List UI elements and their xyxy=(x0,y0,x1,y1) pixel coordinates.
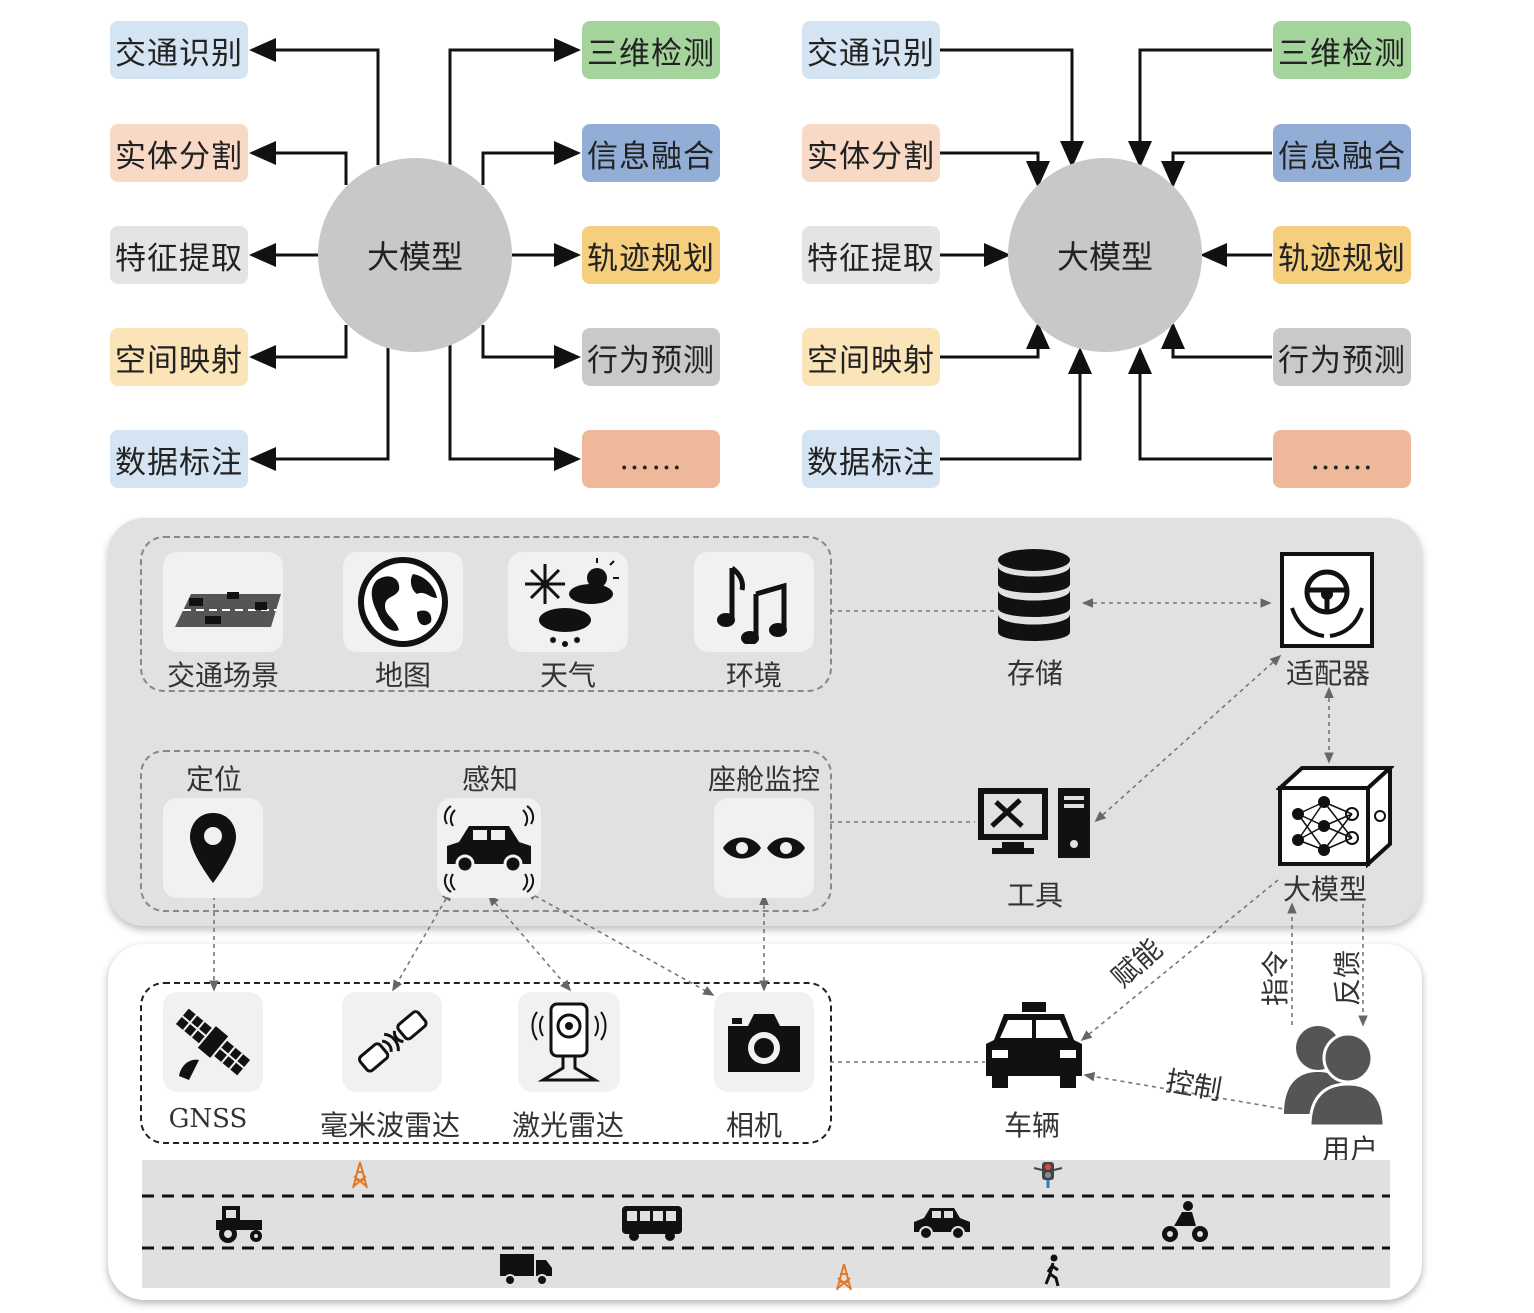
data-group-box xyxy=(140,536,832,692)
positioning-label: 定位 xyxy=(185,763,242,796)
right-tag-behavior-prediction: 行为预测 xyxy=(1273,328,1411,386)
map-label: 地图 xyxy=(374,659,431,692)
adapter-box xyxy=(1280,552,1374,648)
storage-label: 存储 xyxy=(1006,657,1063,690)
car-icon xyxy=(914,1208,970,1240)
perception-label: 感知 xyxy=(461,763,518,796)
left-tag-more: …… xyxy=(582,430,720,488)
command-label: 指令 xyxy=(1259,949,1293,1007)
right-tag-info-fusion: 信息融合 xyxy=(1273,124,1411,182)
right-tag-trajectory-planning: 轨迹规划 xyxy=(1273,226,1411,284)
tools-computer-icon xyxy=(978,788,1090,858)
right-tag-feature-extraction: 特征提取 xyxy=(802,226,940,284)
left-tag-feature-extraction: 特征提取 xyxy=(110,226,248,284)
users-icon xyxy=(1284,1026,1386,1126)
sensor-group-box xyxy=(140,982,832,1144)
car-sensing-icon xyxy=(443,805,535,893)
left-tag-spatial-mapping: 空间映射 xyxy=(110,328,248,386)
perception-card xyxy=(437,798,541,898)
left-tag-behavior-prediction: 行为预测 xyxy=(582,328,720,386)
bus-icon xyxy=(622,1206,682,1241)
function-group-box xyxy=(140,750,832,912)
tractor-icon xyxy=(216,1206,262,1243)
tower-icon-2 xyxy=(836,1263,852,1291)
model-label: 大模型 xyxy=(1282,873,1367,906)
weather-icon xyxy=(525,558,619,647)
motorcycle-icon xyxy=(1162,1201,1208,1242)
lidar-label: 激光雷达 xyxy=(511,1109,624,1142)
gnss-label: GNSS xyxy=(168,1104,248,1134)
lidar-icon xyxy=(531,1002,607,1082)
model-cube-icon xyxy=(1276,766,1394,868)
left-tag-trajectory-planning: 轨迹规划 xyxy=(582,226,720,284)
taxi-icon xyxy=(986,1002,1082,1088)
camera-label: 相机 xyxy=(725,1109,782,1142)
camera-card xyxy=(714,992,814,1092)
traffic-scene-icon xyxy=(175,592,281,627)
environment-label: 环境 xyxy=(725,659,782,692)
left-tag-data-labeling: 数据标注 xyxy=(110,430,248,488)
feedback-label: 反馈 xyxy=(1331,949,1365,1007)
map-card xyxy=(343,552,463,652)
truck-icon xyxy=(500,1254,552,1286)
left-tag-instance-segmentation: 实体分割 xyxy=(110,124,248,182)
cabin-monitoring-card xyxy=(714,798,814,898)
location-pin-icon xyxy=(190,813,236,883)
steering-hands-icon xyxy=(1290,569,1364,638)
right-tag-more: …… xyxy=(1273,430,1411,488)
right-tag-traffic-recognition: 交通识别 xyxy=(802,21,940,79)
right-tag-instance-segmentation: 实体分割 xyxy=(802,124,940,182)
globe-icon xyxy=(358,557,448,647)
traffic-scene-card xyxy=(163,552,283,652)
eyes-icon xyxy=(723,837,805,859)
pedestrian-icon xyxy=(1044,1254,1060,1287)
mmwave-radar-label: 毫米波雷达 xyxy=(319,1109,460,1142)
environment-card xyxy=(694,552,814,652)
mmwave-radar-card xyxy=(342,992,442,1092)
right-tag-spatial-mapping: 空间映射 xyxy=(802,328,940,386)
radar-icon xyxy=(358,1010,428,1073)
cabin-monitoring-label: 座舱监控 xyxy=(707,763,820,796)
gnss-card xyxy=(163,992,263,1092)
satellite-icon xyxy=(175,1008,251,1080)
right-tag-3d-detection: 三维检测 xyxy=(1273,21,1411,79)
left-tag-info-fusion: 信息融合 xyxy=(582,124,720,182)
database-icon xyxy=(998,549,1070,641)
right-model-circle: 大模型 xyxy=(1008,158,1202,352)
weather-label: 天气 xyxy=(539,659,596,692)
camera-icon xyxy=(728,1014,800,1072)
weather-card xyxy=(508,552,628,652)
positioning-card xyxy=(163,798,263,898)
music-note-icon xyxy=(717,566,787,644)
left-tag-traffic-recognition: 交通识别 xyxy=(110,21,248,79)
vehicle-label: 车辆 xyxy=(1003,1109,1060,1142)
tower-icon xyxy=(352,1161,368,1189)
lidar-card xyxy=(518,992,620,1092)
tools-label: 工具 xyxy=(1006,879,1063,912)
left-model-circle: 大模型 xyxy=(318,158,512,352)
left-tag-3d-detection: 三维检测 xyxy=(582,21,720,79)
adapter-label: 适配器 xyxy=(1285,657,1370,690)
right-tag-data-labeling: 数据标注 xyxy=(802,430,940,488)
traffic-light-icon xyxy=(1033,1162,1063,1188)
traffic-scene-label: 交通场景 xyxy=(166,659,279,692)
